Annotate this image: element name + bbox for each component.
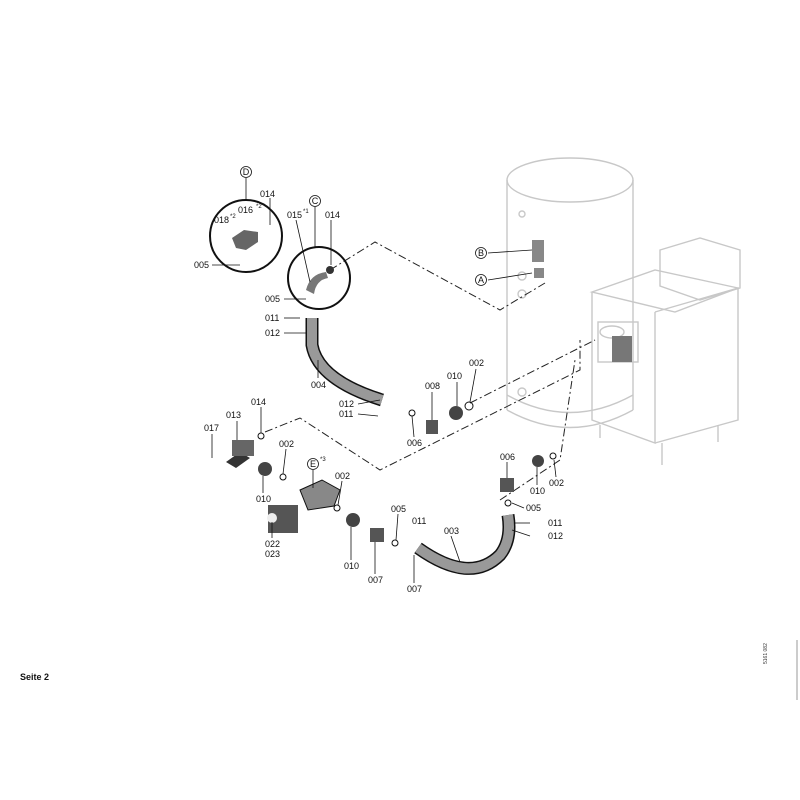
callout-c: C bbox=[312, 196, 319, 206]
leader-lines bbox=[211, 178, 557, 583]
part-label: 005 bbox=[265, 294, 280, 304]
page-label: Seite 2 bbox=[20, 672, 49, 682]
part-label: 011 bbox=[412, 516, 426, 526]
part-label: 014 bbox=[251, 397, 266, 407]
part-label: 008 bbox=[425, 381, 440, 391]
part-labels: 014 016 018 005 015 014 005 011 012 004 … bbox=[194, 189, 564, 594]
callout-e: E bbox=[310, 459, 316, 469]
detail-circles bbox=[209, 199, 351, 310]
part-label: 022 bbox=[265, 539, 280, 549]
part-label: 012 bbox=[339, 399, 354, 409]
hoses bbox=[305, 318, 516, 575]
part-label: 011 bbox=[265, 313, 279, 323]
part-label: 002 bbox=[549, 478, 564, 488]
part-label: 007 bbox=[407, 584, 422, 594]
part-label: 012 bbox=[265, 328, 280, 338]
part-label: 002 bbox=[335, 471, 350, 481]
part-label: 012 bbox=[548, 531, 563, 541]
part-label: 014 bbox=[260, 189, 275, 199]
part-label: 010 bbox=[447, 371, 462, 381]
footnote-1: *1 bbox=[303, 209, 309, 215]
callout-d: D bbox=[243, 167, 250, 177]
footnote-2b: *2 bbox=[230, 214, 236, 220]
part-label: 013 bbox=[226, 410, 241, 420]
part-label: 005 bbox=[526, 503, 541, 513]
boiler-unit bbox=[589, 237, 741, 465]
part-label: 005 bbox=[194, 260, 209, 270]
drawing-code: 5161 082 bbox=[763, 643, 769, 664]
part-label: 002 bbox=[279, 439, 294, 449]
part-label: 011 bbox=[339, 409, 353, 419]
part-label: 006 bbox=[407, 438, 422, 448]
storage-tank bbox=[506, 157, 634, 429]
part-label: 014 bbox=[325, 210, 340, 220]
part-label: 010 bbox=[256, 494, 271, 504]
part-label: 007 bbox=[368, 575, 383, 585]
callouts: D C B A E *3 *2 *2 *1 bbox=[230, 166, 487, 470]
part-label: 005 bbox=[391, 504, 406, 514]
connection-lines bbox=[264, 241, 596, 501]
part-label: 016 bbox=[238, 205, 253, 215]
callout-b: B bbox=[478, 248, 484, 258]
part-label: 011 bbox=[548, 518, 562, 528]
part-label: 002 bbox=[469, 358, 484, 368]
part-label: 006 bbox=[500, 452, 515, 462]
footnote-3: *3 bbox=[320, 457, 326, 463]
part-label: 023 bbox=[265, 549, 280, 559]
part-label: 015 bbox=[287, 210, 302, 220]
footnote-2a: *2 bbox=[256, 204, 262, 210]
part-label: 018 bbox=[214, 215, 229, 225]
fittings bbox=[226, 401, 557, 547]
part-label: 017 bbox=[204, 423, 219, 433]
part-label: 003 bbox=[444, 526, 459, 536]
part-label: 004 bbox=[311, 380, 326, 390]
part-label: 010 bbox=[530, 486, 545, 496]
part-label: 010 bbox=[344, 561, 359, 571]
callout-a: A bbox=[478, 275, 484, 285]
